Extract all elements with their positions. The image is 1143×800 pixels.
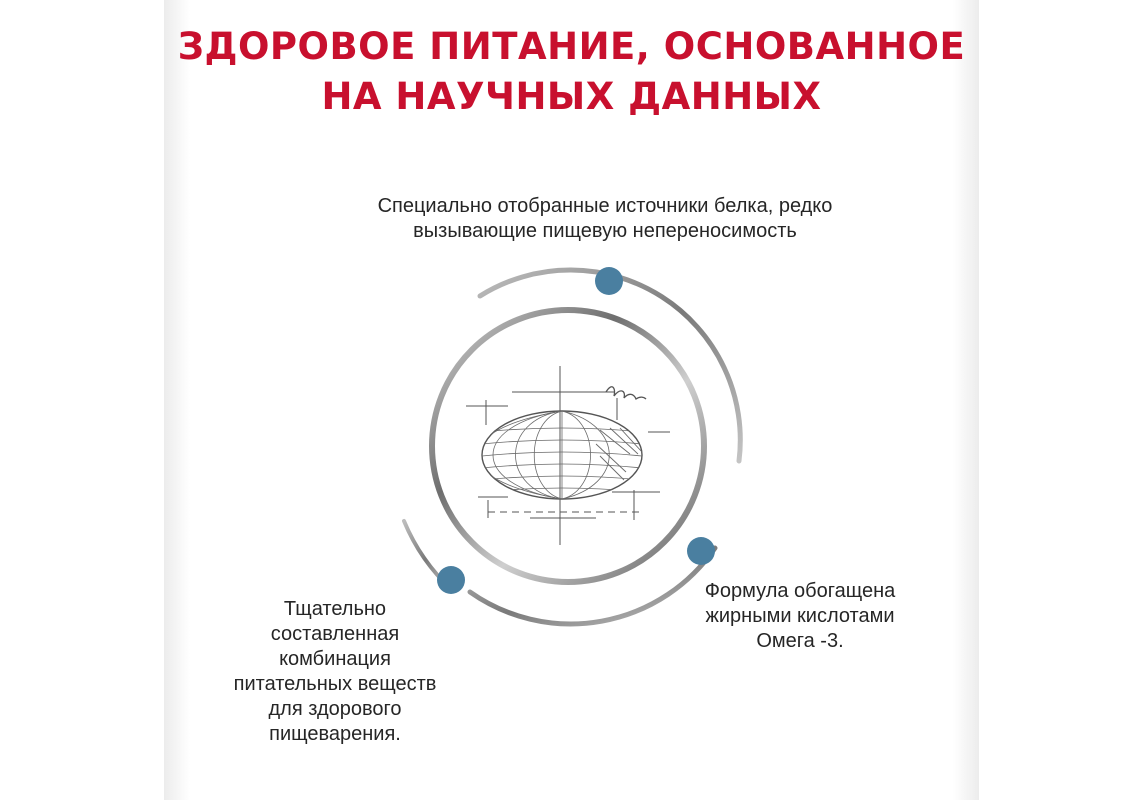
headline-line-1: ЗДОРОВОЕ ПИТАНИЕ, ОСНОВАННОЕ: [177, 25, 966, 68]
feature-caption-protein: Специально отобранные источники белка, р…: [290, 194, 920, 244]
kibble-sketch-icon: [466, 366, 670, 545]
feature-caption-omega-line-3: Омега -3.: [756, 630, 844, 652]
feature-dot-icon-left: [437, 566, 465, 594]
feature-caption-digestion-line-2: составленная: [270, 623, 400, 645]
feature-caption-protein-line-2: вызывающие пищевую непереносимость: [413, 220, 797, 242]
feature-caption-digestion-line-1: Тщательно: [283, 598, 387, 620]
headline: ЗДОРОВОЕ ПИТАНИЕ, ОСНОВАННОЕ НА НАУЧНЫХ …: [0, 22, 1143, 122]
feature-caption-omega-line-1: Формула обогащена: [704, 580, 896, 602]
right-shadow-rail: [953, 0, 979, 800]
feature-caption-protein-line-1: Специально отобранные источники белка, р…: [377, 195, 833, 217]
outer-ring-arc-bottom-right: [467, 545, 718, 627]
feature-dot-icon-right: [687, 537, 715, 565]
feature-dot-icon-top: [595, 267, 623, 295]
feature-caption-digestion: Тщательно составленная комбинация питате…: [185, 597, 485, 747]
outer-ring-arc-top: [477, 267, 743, 464]
feature-caption-digestion-line-6: пищеварения.: [269, 723, 401, 745]
feature-caption-omega: Формула обогащена жирными кислотами Омег…: [655, 579, 945, 654]
feature-caption-omega-line-2: жирными кислотами: [705, 605, 895, 627]
headline-line-2: НА НАУЧНЫХ ДАННЫХ: [321, 75, 822, 118]
feature-caption-digestion-line-3: комбинация: [279, 648, 391, 670]
left-shadow-rail: [164, 0, 190, 800]
feature-caption-digestion-line-4: питательных веществ: [233, 673, 437, 695]
inner-ring: [429, 307, 707, 585]
feature-caption-digestion-line-5: для здорового: [268, 698, 402, 720]
